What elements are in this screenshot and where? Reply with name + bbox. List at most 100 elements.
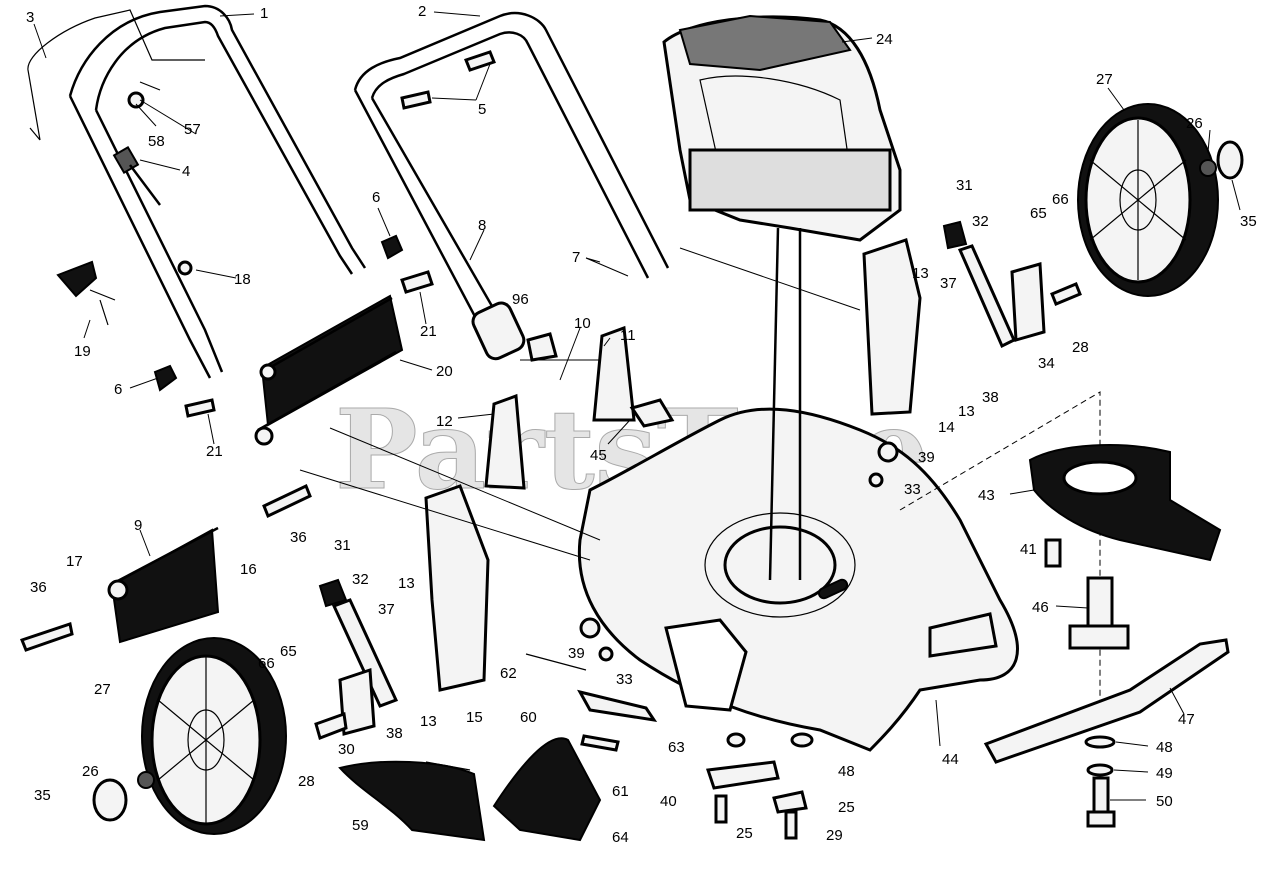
wing-knob-upper: [380, 234, 404, 260]
plate-45: [629, 398, 675, 428]
bolt-28-right: [1050, 282, 1082, 306]
callout-32: 32: [972, 213, 989, 230]
bolt-25-b: [784, 810, 798, 840]
nut-33-right: [868, 472, 884, 488]
callout-36: 36: [290, 529, 307, 546]
callout-60: 60: [520, 709, 537, 726]
callout-46: 46: [1032, 599, 1049, 616]
bracket-40: [705, 760, 780, 790]
callout-6: 6: [114, 381, 122, 398]
bolt-21-upper: [400, 270, 434, 294]
rear-flap: [107, 526, 220, 644]
callout-21: 21: [206, 443, 223, 460]
callout-39: 39: [568, 645, 585, 662]
callout-3: 3: [26, 9, 34, 26]
callout-47: 47: [1178, 711, 1195, 728]
callout-13: 13: [398, 575, 415, 592]
callout-58: 58: [148, 133, 165, 150]
callout-66: 66: [1052, 191, 1069, 208]
callout-45: 45: [590, 447, 607, 464]
callout-4: 4: [182, 163, 190, 180]
callout-17: 17: [66, 553, 83, 570]
callout-62: 62: [500, 665, 517, 682]
callout-31: 31: [334, 537, 351, 554]
callout-13: 13: [420, 713, 437, 730]
callout-34: 34: [1038, 355, 1055, 372]
callout-15: 15: [466, 709, 483, 726]
bolt-28-left: [314, 711, 348, 740]
control-bail: [27, 9, 205, 141]
rear-door: [254, 294, 404, 446]
mulch-plug-rod: [425, 761, 471, 771]
wing-knob-lower: [153, 364, 178, 392]
callout-11: 11: [620, 327, 636, 344]
callout-27: 27: [94, 681, 111, 698]
callout-27: 27: [1096, 71, 1113, 88]
callout-33: 33: [904, 481, 921, 498]
callout-28: 28: [1072, 339, 1089, 356]
nut-26-right: [1199, 159, 1217, 177]
callout-35: 35: [34, 787, 51, 804]
bolt-5-a: [400, 90, 432, 110]
clip-29: [772, 790, 808, 814]
handle-knob: [56, 260, 116, 326]
construction-line: [679, 247, 861, 311]
callout-2: 2: [418, 3, 426, 20]
callout-labels: 1 2 3 4 5 6 6 7 8 9 10 11 12 13 13 13 13…: [26, 3, 1257, 846]
callout-13: 13: [958, 403, 975, 420]
callout-25: 25: [838, 799, 855, 816]
callout-64: 64: [612, 829, 629, 846]
spring-61: [580, 734, 620, 752]
callout-14: 14: [938, 419, 955, 436]
callout-31: 31: [956, 177, 973, 194]
callout-40: 40: [660, 793, 677, 810]
height-lever-32-right: [957, 244, 1016, 349]
callout-18: 18: [234, 271, 251, 288]
callout-8: 8: [478, 217, 486, 234]
callout-33: 33: [616, 671, 633, 688]
hinge-bracket-60: [577, 689, 658, 723]
washer-18: [177, 260, 193, 276]
callout-57: 57: [184, 121, 201, 138]
height-bracket-11: [592, 325, 636, 422]
callout-26: 26: [1186, 115, 1203, 132]
wheel-left: [141, 637, 287, 835]
side-bracket-14: [862, 238, 922, 416]
upper-handle: [68, 4, 367, 379]
callout-19: 19: [74, 343, 91, 360]
callout-48: 48: [838, 763, 855, 780]
bolt-36-rear: [262, 483, 312, 519]
callout-65: 65: [1030, 205, 1047, 222]
callout-21: 21: [420, 323, 437, 340]
blade: [983, 638, 1230, 764]
hubcap-35-right: [1216, 140, 1244, 180]
callout-20: 20: [436, 363, 453, 380]
callout-61: 61: [612, 783, 629, 800]
callout-26: 26: [82, 763, 99, 780]
nut-33-left: [598, 646, 614, 662]
callout-63: 63: [668, 739, 685, 756]
lever-knob-31-right: [942, 220, 968, 250]
hubcap-35-left: [92, 778, 128, 822]
nut-63: [726, 732, 746, 748]
callout-28: 28: [298, 773, 315, 790]
callout-65: 65: [280, 643, 297, 660]
callout-29: 29: [826, 827, 843, 844]
callout-leaders: [33, 11, 1241, 801]
engine: [662, 14, 902, 581]
callout-66: 66: [258, 655, 275, 672]
callout-48: 48: [1156, 739, 1173, 756]
callout-30: 30: [338, 741, 355, 758]
callout-59: 59: [352, 817, 369, 834]
bolt-25-a: [714, 794, 728, 824]
callout-37: 37: [940, 275, 957, 292]
callout-7: 7: [572, 249, 580, 266]
washer-48-deck: [790, 732, 814, 748]
callout-6: 6: [372, 189, 380, 206]
callout-5: 5: [478, 101, 486, 118]
axle-bracket-34: [1010, 262, 1046, 342]
callout-43: 43: [978, 487, 995, 504]
side-discharge-64: [492, 737, 602, 842]
nut-26-left: [137, 771, 155, 789]
callout-96: 96: [512, 291, 529, 308]
